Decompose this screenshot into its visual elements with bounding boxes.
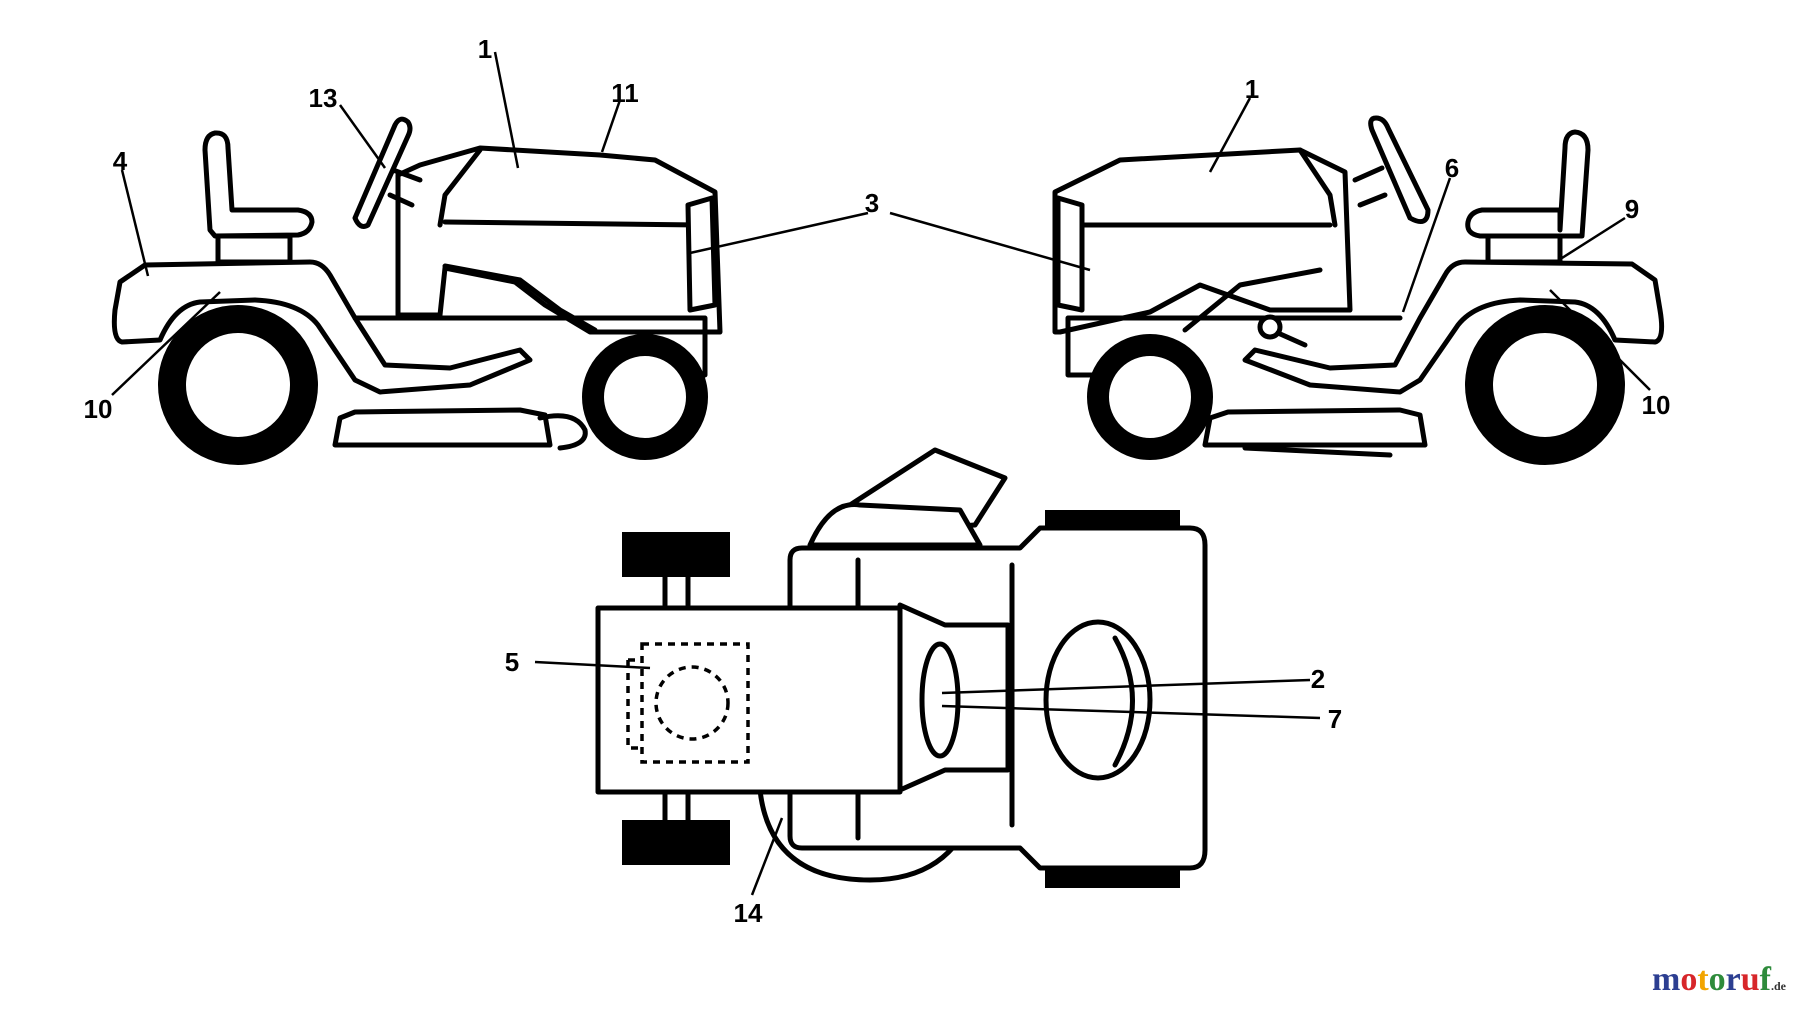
callout-right-9: 9 <box>1625 194 1639 224</box>
lift-lever-knob <box>1257 314 1283 340</box>
watermark-letter: t <box>1697 961 1709 998</box>
hood-crease <box>1297 147 1338 228</box>
leader-top-2 <box>941 678 1311 695</box>
rear-wheel-top-left <box>622 532 730 577</box>
front-grille <box>1055 195 1085 313</box>
fuel-cap-outline <box>654 665 730 741</box>
hood <box>395 145 723 335</box>
callout-top-14: 14 <box>734 898 763 928</box>
callout-top-5: 5 <box>505 647 519 677</box>
callout-top-7: 7 <box>1328 704 1342 734</box>
callout-right-10: 10 <box>1642 390 1671 420</box>
callout-3: 3 <box>865 188 879 218</box>
steering-wheel-top <box>919 641 961 759</box>
callout-right-6: 6 <box>1445 153 1459 183</box>
leader-right-1 <box>1208 97 1252 173</box>
leader-left-10 <box>111 291 221 396</box>
mower-deck <box>332 407 553 448</box>
tractor-right-side-view <box>1052 115 1665 465</box>
leader-left-1 <box>493 51 520 169</box>
watermark-suffix: .de <box>1771 979 1786 993</box>
front-wheel-top-right <box>1045 870 1180 888</box>
hood-lower-seam <box>1182 267 1323 333</box>
watermark-letter: m <box>1652 961 1681 998</box>
mower-deck <box>1202 407 1428 448</box>
rear-fender <box>1242 259 1665 395</box>
callout-numbers: 1 11 13 4 10 3 1 6 9 10 5 2 7 14 <box>84 34 1671 928</box>
leader-lines <box>111 51 1651 896</box>
leader-right-10 <box>1549 289 1651 391</box>
callout-left-10: 10 <box>84 394 113 424</box>
seat-base <box>215 233 293 265</box>
leader-right-9 <box>1561 216 1626 260</box>
hood-crease <box>437 147 483 228</box>
steering-wheel <box>352 116 413 229</box>
seat-back <box>202 130 315 239</box>
deck-top-arc <box>807 502 983 548</box>
front-grille <box>685 195 718 313</box>
motoruf-watermark-logo: motoruf.de <box>1652 961 1786 999</box>
steering-column <box>387 167 423 208</box>
rear-wheel-top-right <box>622 820 730 865</box>
callout-left-1: 1 <box>478 34 492 64</box>
seat-base <box>1485 233 1563 265</box>
steering-column <box>1352 165 1388 208</box>
leader-top-14 <box>750 817 784 896</box>
leader-left-11 <box>600 99 622 153</box>
watermark-letter: u <box>1740 961 1760 998</box>
hood-seam <box>442 219 703 228</box>
callout-left-4: 4 <box>113 146 128 176</box>
callout-left-11: 11 <box>611 78 639 108</box>
tractor-left-side-view <box>111 116 723 465</box>
seat-back <box>1465 129 1591 239</box>
rear-axle-top <box>662 574 691 823</box>
watermark-letter: f <box>1759 961 1771 998</box>
leader-right-6 <box>1401 177 1452 313</box>
rear-wheel <box>1465 305 1625 465</box>
watermark-letter: o <box>1708 961 1726 998</box>
callout-left-13: 13 <box>309 83 338 113</box>
leader-left-4 <box>120 169 150 277</box>
deck-skirt <box>1242 445 1393 458</box>
leader-left-13 <box>338 104 387 169</box>
hood <box>1052 147 1353 335</box>
hood-dome-inner <box>1112 635 1135 768</box>
watermark-letter: o <box>1680 961 1698 998</box>
callout-top-2: 2 <box>1311 664 1325 694</box>
battery-outline-back <box>626 658 642 750</box>
steering-wheel <box>1368 115 1431 225</box>
leader-3-right <box>889 211 1091 272</box>
deck-chute <box>537 413 588 451</box>
leader-3-left <box>689 211 869 255</box>
front-wheel-top-left <box>1045 510 1180 528</box>
callout-right-1: 1 <box>1245 74 1259 104</box>
lift-lever <box>1275 330 1308 348</box>
front-wheel <box>582 334 708 460</box>
leader-top-7 <box>941 704 1321 720</box>
watermark-letter: r <box>1725 961 1741 998</box>
battery-outline <box>640 642 750 764</box>
leader-top-5 <box>534 660 651 670</box>
rear-wheel <box>158 305 318 465</box>
tractor-top-view <box>595 447 1208 888</box>
front-wheel <box>1087 334 1213 460</box>
